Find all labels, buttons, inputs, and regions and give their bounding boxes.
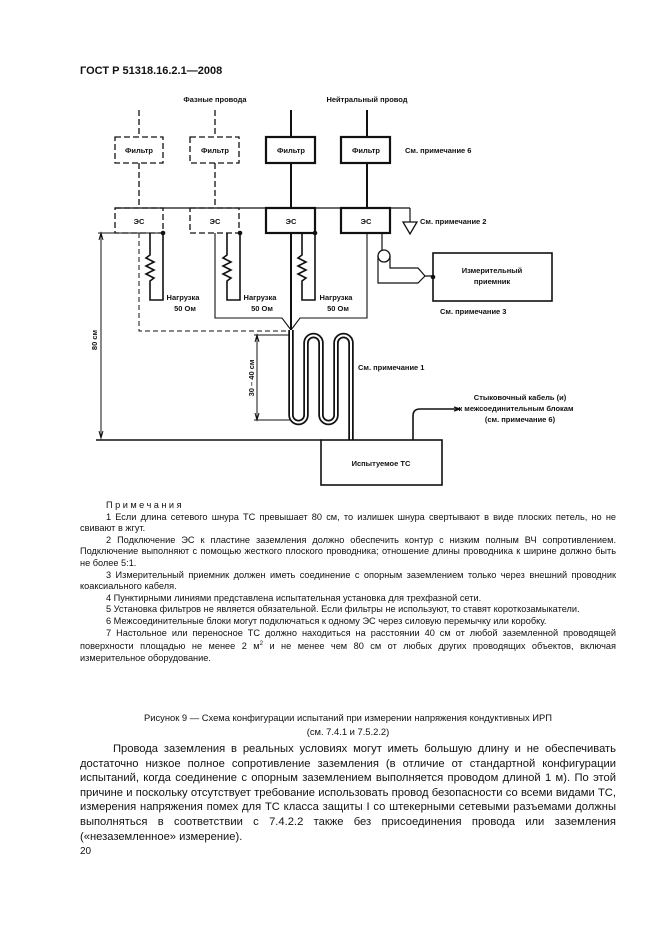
filter-box [339, 135, 392, 165]
filter-label: Фильтр [125, 146, 153, 155]
receiver-label: приемник [474, 277, 510, 286]
eut-label: Испытуемое ТС [352, 459, 411, 468]
es-label: ЭС [134, 217, 145, 226]
note-item: 1 Если длина сетевого шнура ТС превышает… [80, 511, 616, 534]
receiver-label: Измерительный [462, 266, 523, 275]
load-label: Нагрузка [244, 293, 278, 302]
notes-block: Примечания 1 Если длина сетевого шнура Т… [80, 500, 616, 664]
note3-ref: См. примечание 3 [440, 307, 506, 316]
test-configuration-diagram: Фазные провода Нейтральный провод Фильтр… [90, 95, 574, 486]
es-box [189, 207, 240, 234]
document-header: ГОСТ Р 51318.16.2.1—2008 [80, 65, 223, 77]
es-label: ЭС [210, 217, 221, 226]
note-item: 2 Подключение ЭС к пластине заземления д… [80, 534, 616, 568]
dim-80-label: 80 см [90, 329, 99, 350]
cable-label: (см. примечание 6) [485, 415, 556, 424]
eut-box [320, 439, 443, 486]
filter-label: Фильтр [277, 146, 305, 155]
filter-label: Фильтр [201, 146, 229, 155]
load-label: Нагрузка [320, 293, 354, 302]
es-box [114, 207, 164, 234]
ground-icon [401, 221, 419, 236]
es-label: ЭС [286, 217, 297, 226]
body-paragraph: Провода заземления в реальных условиях м… [80, 743, 616, 843]
note-item: 6 Межсоединительные блоки могут подключа… [106, 615, 547, 626]
notes-title: Примечания [106, 500, 185, 510]
note-item: 3 Измерительный приемник должен иметь со… [80, 569, 616, 592]
figure-caption: Рисунок 9 — Схема конфигурации испытаний… [143, 712, 553, 737]
note1-ref: См. примечание 1 [358, 363, 424, 372]
note-item: 5 Установка фильтров не является обязате… [106, 604, 580, 615]
cable-label: к межсоединительным блокам [458, 404, 574, 413]
note2-ref: См. примечание 2 [420, 217, 486, 226]
filter-box [114, 136, 164, 164]
cable-label: Стыковочный кабель (и) [474, 393, 567, 402]
dim-30-40-label: 30 – 40 см [247, 359, 256, 396]
load-label: 50 Ом [174, 304, 196, 313]
filter-label: Фильтр [352, 146, 380, 155]
coax-connector-icon [377, 249, 391, 263]
load-label: 50 Ом [251, 304, 273, 313]
es-label: ЭС [361, 217, 372, 226]
phase-wires-label: Фазные провода [183, 95, 247, 104]
page-number: 20 [80, 846, 92, 857]
measuring-receiver-box [432, 252, 553, 302]
es-box [339, 206, 392, 235]
note-item: 4 Пунктирными линиями представлена испыт… [106, 592, 482, 603]
note-item-7: 7 Настольное или переносное ТС должно на… [80, 627, 616, 663]
load-label: 50 Ом [327, 304, 349, 313]
note6-ref: См. примечание 6 [405, 146, 471, 155]
load-label: Нагрузка [167, 293, 201, 302]
neutral-wire-label: Нейтральный провод [326, 95, 407, 104]
